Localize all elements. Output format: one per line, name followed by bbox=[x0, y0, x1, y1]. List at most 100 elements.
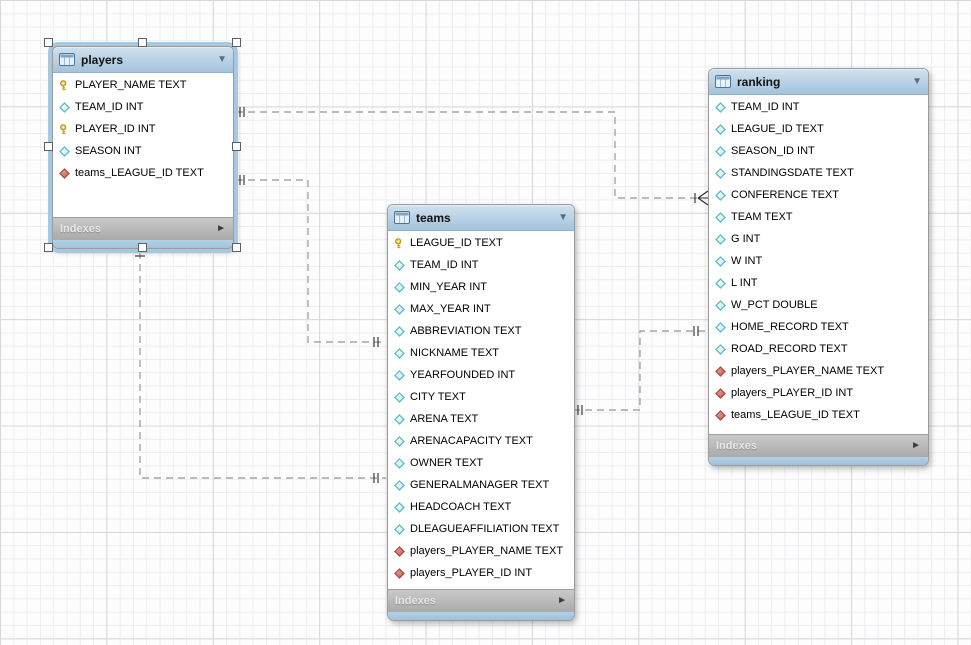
column-row[interactable]: players_PLAYER_NAME TEXT bbox=[709, 360, 928, 382]
table-header[interactable]: ranking bbox=[709, 69, 928, 95]
column-label: L INT bbox=[731, 277, 758, 289]
table-title: teams bbox=[416, 210, 451, 225]
column-label: TEAM_ID INT bbox=[410, 259, 479, 271]
column-label: teams_LEAGUE_ID TEXT bbox=[75, 167, 204, 179]
column-row[interactable]: SEASON_ID INT bbox=[709, 140, 928, 162]
column-row[interactable]: ARENA TEXT bbox=[388, 408, 574, 430]
column-row[interactable]: TEAM_ID INT bbox=[709, 96, 928, 118]
table-header[interactable]: teams bbox=[388, 205, 574, 231]
table-title: ranking bbox=[737, 74, 781, 89]
column-label: W INT bbox=[731, 255, 763, 267]
column-row[interactable]: teams_LEAGUE_ID TEXT bbox=[53, 162, 233, 184]
column-row[interactable]: G INT bbox=[709, 228, 928, 250]
selection-handle[interactable] bbox=[138, 38, 147, 47]
table-bottom-strip bbox=[709, 457, 928, 465]
foreign-key-icon bbox=[394, 546, 405, 557]
foreign-key-icon bbox=[715, 366, 726, 377]
column-row[interactable]: teams_LEAGUE_ID TEXT bbox=[709, 404, 928, 426]
indexes-label: Indexes bbox=[60, 223, 101, 235]
column-row[interactable]: TEAM_ID INT bbox=[53, 96, 233, 118]
column-label: NICKNAME TEXT bbox=[410, 347, 500, 359]
collapse-arrow-icon[interactable] bbox=[912, 77, 922, 87]
column-row[interactable]: TEAM TEXT bbox=[709, 206, 928, 228]
column-row[interactable]: W INT bbox=[709, 250, 928, 272]
column-row[interactable]: L INT bbox=[709, 272, 928, 294]
column-row[interactable]: CONFERENCE TEXT bbox=[709, 184, 928, 206]
column-row[interactable]: DLEAGUEAFFILIATION TEXT bbox=[388, 518, 574, 540]
column-row[interactable]: MAX_YEAR INT bbox=[388, 298, 574, 320]
column-icon bbox=[394, 304, 405, 315]
selection-handle[interactable] bbox=[44, 142, 53, 151]
column-row[interactable]: players_PLAYER_ID INT bbox=[388, 562, 574, 584]
table-header[interactable]: players bbox=[53, 47, 233, 73]
expand-arrow-icon[interactable] bbox=[216, 224, 226, 234]
column-row[interactable]: NICKNAME TEXT bbox=[388, 342, 574, 364]
column-row[interactable]: SEASON INT bbox=[53, 140, 233, 162]
column-row[interactable]: HEADCOACH TEXT bbox=[388, 496, 574, 518]
column-row[interactable]: ROAD_RECORD TEXT bbox=[709, 338, 928, 360]
column-label: ABBREVIATION TEXT bbox=[410, 325, 522, 337]
column-label: G INT bbox=[731, 233, 761, 245]
column-row[interactable]: CITY TEXT bbox=[388, 386, 574, 408]
collapse-arrow-icon[interactable] bbox=[217, 55, 227, 65]
column-row[interactable]: MIN_YEAR INT bbox=[388, 276, 574, 298]
expand-arrow-icon[interactable] bbox=[911, 441, 921, 451]
relationship-line[interactable] bbox=[139, 111, 707, 479]
column-icon bbox=[394, 502, 405, 513]
column-label: YEARFOUNDED INT bbox=[410, 369, 516, 381]
column-icon bbox=[715, 278, 726, 289]
column-row[interactable]: HOME_RECORD TEXT bbox=[709, 316, 928, 338]
column-row[interactable]: LEAGUE_ID TEXT bbox=[388, 232, 574, 254]
column-row[interactable]: ARENACAPACITY TEXT bbox=[388, 430, 574, 452]
column-label: PLAYER_ID INT bbox=[75, 123, 156, 135]
expand-arrow-icon[interactable] bbox=[557, 596, 567, 606]
column-label: players_PLAYER_NAME TEXT bbox=[410, 545, 564, 557]
selection-handle[interactable] bbox=[44, 38, 53, 47]
column-label: HEADCOACH TEXT bbox=[410, 501, 512, 513]
column-row[interactable]: GENERALMANAGER TEXT bbox=[388, 474, 574, 496]
column-label: HOME_RECORD TEXT bbox=[731, 321, 849, 333]
table-icon bbox=[715, 75, 731, 88]
column-label: SEASON_ID INT bbox=[731, 145, 815, 157]
column-row[interactable]: ABBREVIATION TEXT bbox=[388, 320, 574, 342]
primary-key-icon bbox=[394, 238, 405, 249]
column-row[interactable]: LEAGUE_ID TEXT bbox=[709, 118, 928, 140]
table-teams[interactable]: teams LEAGUE_ID TEXT TEAM_ID INT MIN_YEAR … bbox=[387, 204, 575, 621]
indexes-label: Indexes bbox=[716, 440, 757, 452]
indexes-footer[interactable]: Indexes bbox=[388, 589, 574, 612]
column-label: ROAD_RECORD TEXT bbox=[731, 343, 848, 355]
column-icon bbox=[59, 146, 70, 157]
column-row[interactable]: players_PLAYER_NAME TEXT bbox=[388, 540, 574, 562]
column-row[interactable]: YEARFOUNDED INT bbox=[388, 364, 574, 386]
selection-handle[interactable] bbox=[232, 142, 241, 151]
column-icon bbox=[394, 392, 405, 403]
column-icon bbox=[715, 124, 726, 135]
table-body-spacer bbox=[388, 584, 574, 589]
column-row[interactable]: PLAYER_NAME TEXT bbox=[53, 74, 233, 96]
indexes-footer[interactable]: Indexes bbox=[53, 217, 233, 240]
column-row[interactable]: OWNER TEXT bbox=[388, 452, 574, 474]
selection-handle[interactable] bbox=[44, 243, 53, 252]
collapse-arrow-icon[interactable] bbox=[558, 213, 568, 223]
column-row[interactable]: TEAM_ID INT bbox=[388, 254, 574, 276]
column-icon bbox=[394, 260, 405, 271]
column-icon bbox=[394, 326, 405, 337]
column-row[interactable]: STANDINGSDATE TEXT bbox=[709, 162, 928, 184]
selection-handle[interactable] bbox=[232, 38, 241, 47]
primary-key-icon bbox=[59, 80, 70, 91]
table-body-spacer bbox=[709, 426, 928, 434]
table-icon bbox=[59, 53, 75, 66]
column-row[interactable]: PLAYER_ID INT bbox=[53, 118, 233, 140]
selection-handle[interactable] bbox=[138, 243, 147, 252]
column-label: MIN_YEAR INT bbox=[410, 281, 488, 293]
indexes-footer[interactable]: Indexes bbox=[709, 434, 928, 457]
column-row[interactable]: players_PLAYER_ID INT bbox=[709, 382, 928, 404]
selection-handle[interactable] bbox=[232, 243, 241, 252]
table-title: players bbox=[81, 52, 124, 67]
column-row[interactable]: W_PCT DOUBLE bbox=[709, 294, 928, 316]
